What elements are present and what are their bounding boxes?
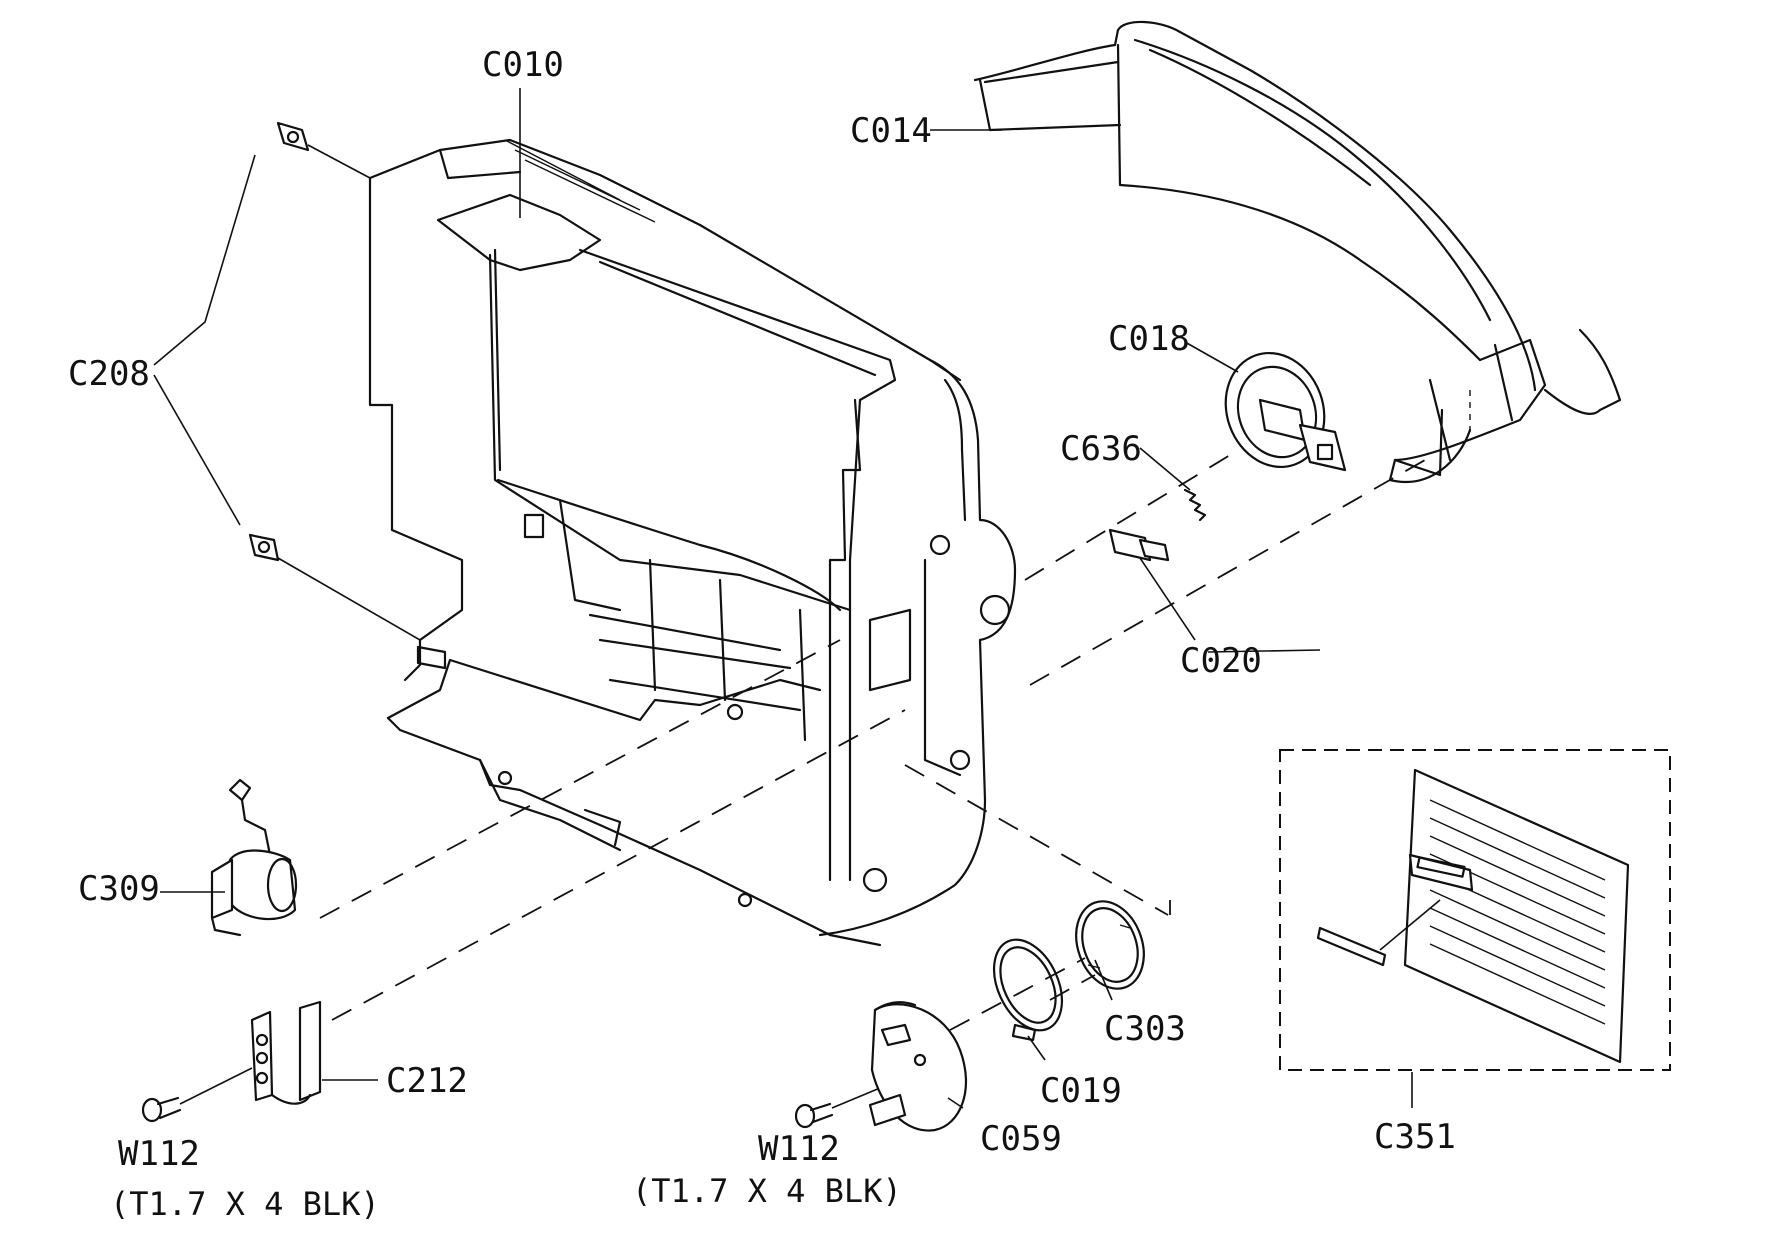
c303-part (1075, 900, 1145, 990)
c059-part (868, 1001, 968, 1132)
assembly-lines (319, 451, 1426, 1031)
c212-part (250, 1000, 378, 1105)
label-w112-right: W112 (758, 1129, 840, 1169)
c309-part (160, 778, 298, 937)
c020-part (1108, 528, 1196, 641)
label-c018: C018 (1108, 319, 1190, 359)
label-c010: C010 (482, 45, 564, 85)
label-c059: C059 (980, 1119, 1062, 1159)
main-housing (368, 138, 1017, 947)
c636-part (1183, 488, 1207, 522)
label-c014: C014 (850, 111, 932, 151)
label-c208: C208 (68, 354, 150, 394)
w112-screw-right (794, 1087, 881, 1129)
label-c019: C019 (1040, 1071, 1122, 1111)
c351-part (1279, 749, 1671, 1108)
label-c351: C351 (1374, 1117, 1456, 1157)
label-c309: C309 (78, 869, 160, 909)
c019-part (992, 938, 1064, 1042)
label-c303: C303 (1104, 1009, 1186, 1049)
label-w112-left: W112 (118, 1134, 200, 1174)
w112-screw-left (141, 1067, 253, 1123)
label-c020: C020 (1180, 641, 1262, 681)
label-c636: C636 (1060, 429, 1142, 469)
leader-lines (153, 88, 1321, 1109)
part-labels: C010 C014 C208 C018 C636 C020 C309 C212 … (68, 45, 1456, 1223)
c208-part (248, 121, 421, 641)
label-c212: C212 (386, 1061, 468, 1101)
c018-part (1224, 351, 1347, 472)
label-w112-left-spec: (T1.7 X 4 BLK) (110, 1185, 380, 1223)
label-w112-right-spec: (T1.7 X 4 BLK) (632, 1172, 902, 1210)
hand-strap (973, 20, 1622, 483)
